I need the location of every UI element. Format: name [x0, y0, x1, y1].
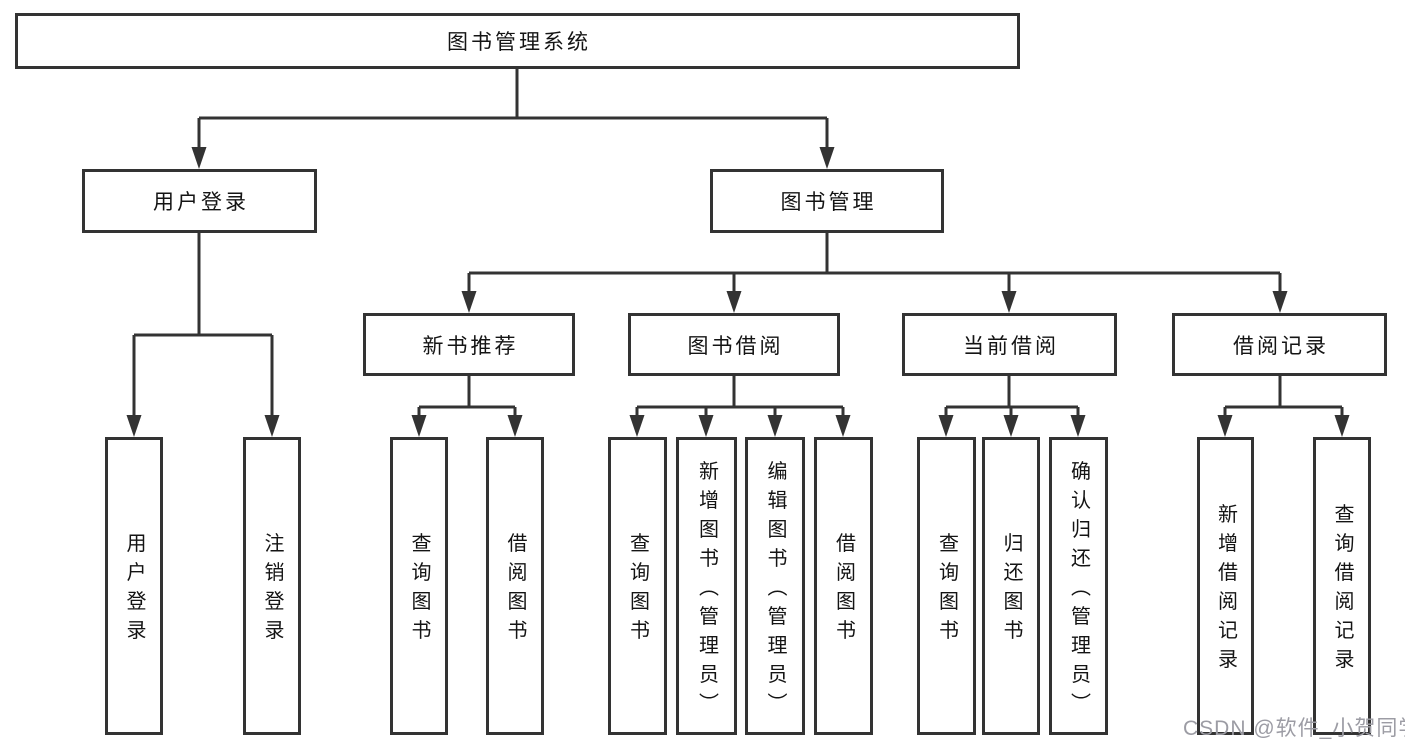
- node-edit-books-admin: 编辑图书（管理员）: [745, 437, 805, 735]
- node-label: 注销登录: [261, 532, 283, 649]
- node-label: 用户登录: [123, 532, 145, 649]
- node-label: 新增图书（管理员）: [695, 460, 718, 721]
- node-label: 新书推荐: [422, 334, 519, 358]
- node-label: 编辑图书（管理员）: [764, 460, 786, 721]
- node-label: 图书借阅: [687, 334, 784, 358]
- node-label: 图书管理系统: [447, 31, 591, 54]
- node-label: 借阅记录: [1233, 334, 1329, 358]
- node-label: 查询借阅记录: [1331, 503, 1353, 678]
- node-label: 确认归还（管理员）: [1067, 460, 1090, 721]
- node-book-management: 图书管理: [710, 169, 944, 233]
- node-label: 查询图书: [935, 532, 958, 649]
- node-label: 图书管理: [780, 191, 877, 214]
- node-label: 当前借阅: [963, 334, 1059, 358]
- node-book-borrowing: 图书借阅: [628, 313, 840, 376]
- node-label: 归还图书: [1000, 532, 1022, 649]
- watermark: CSDN @软件_小贺同学: [1183, 717, 1405, 740]
- node-library-management-system: 图书管理系统: [15, 13, 1020, 69]
- node-logout-action: 注销登录: [243, 437, 301, 735]
- node-borrow-books-recommend: 借阅图书: [486, 437, 544, 735]
- node-label: 查询图书: [626, 532, 649, 649]
- node-user-login-action: 用户登录: [105, 437, 163, 735]
- node-new-book-recommendation: 新书推荐: [363, 313, 575, 376]
- node-label: 新增借阅记录: [1214, 503, 1237, 678]
- node-label: 用户登录: [153, 191, 249, 214]
- node-query-borrow-record: 查询借阅记录: [1313, 437, 1371, 735]
- node-add-books-admin: 新增图书（管理员）: [676, 437, 737, 735]
- node-borrow-books-borrowing: 借阅图书: [814, 437, 873, 735]
- node-label: 借阅图书: [832, 532, 855, 649]
- node-add-borrow-record: 新增借阅记录: [1197, 437, 1254, 735]
- node-query-books-current: 查询图书: [917, 437, 976, 735]
- node-confirm-return-admin: 确认归还（管理员）: [1049, 437, 1108, 735]
- node-label: 借阅图书: [504, 532, 526, 649]
- node-label: 查询图书: [408, 532, 430, 649]
- node-borrowing-records: 借阅记录: [1172, 313, 1387, 376]
- node-return-books: 归还图书: [982, 437, 1040, 735]
- node-user-login: 用户登录: [82, 169, 317, 233]
- node-query-books-borrowing: 查询图书: [608, 437, 667, 735]
- node-query-books-recommend: 查询图书: [390, 437, 448, 735]
- node-current-borrowing: 当前借阅: [902, 313, 1117, 376]
